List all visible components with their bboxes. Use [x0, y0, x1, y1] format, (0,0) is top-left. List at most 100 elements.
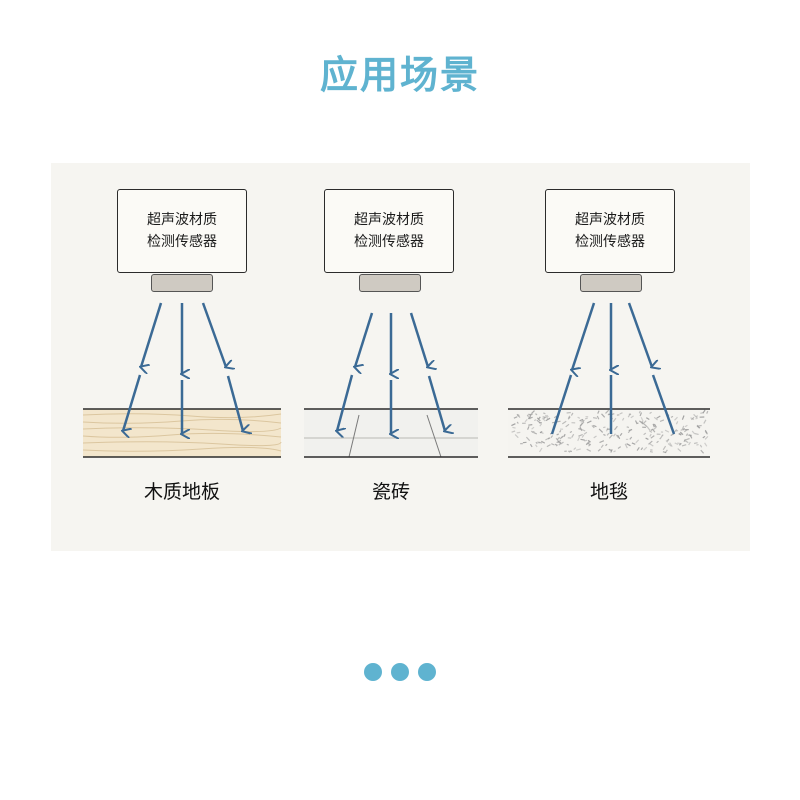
carpet-fiber	[685, 437, 690, 441]
sensor-probe	[580, 274, 642, 292]
carpet-fiber	[528, 424, 533, 426]
sensor-box: 超声波材质 检测传感器	[324, 189, 454, 273]
carpet-fiber	[516, 413, 520, 417]
carpet-fiber	[578, 428, 582, 430]
carpet-fiber	[513, 416, 518, 419]
carpet-fiber	[660, 434, 664, 438]
carpet-fiber	[696, 444, 699, 446]
carpet-fiber	[667, 443, 672, 447]
carpet-fiber	[670, 415, 674, 418]
ultrasonic-wave-arrows	[550, 302, 676, 435]
carpet-fiber	[597, 448, 601, 452]
carpet-fiber	[634, 420, 638, 424]
carpet-fiber	[639, 412, 643, 417]
carpet-fiber	[681, 415, 685, 420]
carpet-fiber	[571, 433, 575, 438]
scenes-panel: 超声波材质 检测传感器	[51, 163, 750, 551]
carpet-fiber	[544, 414, 549, 420]
carpet-fiber	[659, 436, 662, 440]
carpet-fiber	[621, 417, 625, 421]
carpet-fiber	[584, 417, 588, 420]
carpet-fiber	[674, 416, 678, 421]
pagination-dot[interactable]	[364, 663, 382, 681]
carpet-fiber	[640, 417, 644, 422]
carpet-fiber	[512, 426, 516, 429]
carpet-fiber	[703, 419, 707, 424]
carpet-fiber	[690, 416, 695, 421]
scene-ceramic-tile: 超声波材质 检测传感器	[291, 163, 511, 551]
carpet-fiber	[652, 423, 655, 428]
carpet-fiber	[546, 414, 549, 418]
carpet-fiber	[626, 443, 631, 447]
carpet-fiber	[605, 409, 610, 414]
carpet-fiber	[653, 427, 657, 430]
carpet-fiber	[565, 423, 570, 428]
carpet-fiber	[694, 432, 699, 435]
carpet-fiber	[608, 434, 613, 439]
carpet-fiber	[664, 429, 670, 433]
carpet-fiber	[526, 414, 531, 420]
carpet-fiber	[619, 412, 623, 415]
carpet-fiber	[643, 446, 648, 451]
carpet-fiber	[696, 425, 701, 429]
carpet-fiber	[603, 426, 606, 429]
carpet-fiber	[581, 434, 585, 438]
carpet-fiber	[527, 426, 530, 430]
carpet-fiber	[695, 415, 699, 418]
carpet-fiber	[659, 419, 665, 422]
carpet-fiber	[682, 427, 685, 431]
scene-carpet: 超声波材质 检测传感器 地毯	[506, 163, 750, 551]
carpet-fiber	[649, 430, 653, 433]
carpet-fiber	[645, 437, 649, 440]
carpet-fiber	[588, 443, 592, 447]
carpet-fiber	[592, 417, 598, 419]
carpet-fiber	[538, 447, 543, 453]
carpet-fiber	[656, 415, 661, 419]
carpet-fiber	[704, 429, 708, 434]
carpet-fiber	[535, 441, 538, 445]
carpet-fiber	[610, 449, 613, 453]
pagination-dot[interactable]	[391, 663, 409, 681]
carpet-fiber	[531, 410, 535, 415]
sensor-probe	[151, 274, 213, 292]
scene-label-tile: 瓷砖	[371, 481, 410, 503]
carpet-fiber	[566, 411, 571, 414]
carpet-fiber	[704, 435, 709, 440]
carpet-fiber	[554, 443, 558, 446]
carpet-fiber	[533, 419, 537, 422]
carpet-fiber	[580, 428, 586, 432]
carpet-fiber	[627, 429, 631, 434]
carpet-fiber	[627, 413, 632, 418]
carpet-fiber	[536, 419, 541, 424]
carpet-fiber	[539, 430, 543, 434]
carpet-fiber	[695, 417, 699, 420]
carpet-fiber	[698, 424, 702, 427]
carpet-fiber	[612, 417, 617, 423]
carpet-fiber	[601, 413, 606, 418]
carpet-fiber	[556, 433, 560, 436]
carpet-fiber	[533, 432, 538, 435]
carpet-fiber	[535, 413, 538, 416]
pagination-dot[interactable]	[418, 663, 436, 681]
sensor-box: 超声波材质 检测传感器	[117, 189, 247, 273]
carpet-fiber	[578, 433, 583, 437]
carpet-fiber	[542, 416, 546, 418]
carpet-fiber	[631, 442, 636, 445]
sensor-label-line1: 超声波材质	[354, 212, 424, 228]
carpet-fiber	[567, 415, 571, 419]
carpet-fiber	[649, 411, 652, 415]
carpet-fiber	[675, 421, 679, 425]
carpet-fiber	[529, 443, 533, 448]
carpet-fiber	[650, 435, 655, 439]
carpet-fiber	[617, 434, 621, 440]
carpet-fiber	[669, 442, 673, 448]
carpet-fiber	[613, 450, 616, 453]
carpet-fiber	[543, 412, 546, 415]
sensor-label-line2: 检测传感器	[575, 234, 645, 250]
carpet-fiber	[662, 451, 667, 454]
carpet-fiber	[624, 443, 628, 449]
carpet-fiber	[541, 417, 546, 422]
carpet-fiber	[584, 439, 588, 442]
carpet-fiber	[613, 433, 616, 437]
carpet-fiber	[685, 433, 689, 437]
